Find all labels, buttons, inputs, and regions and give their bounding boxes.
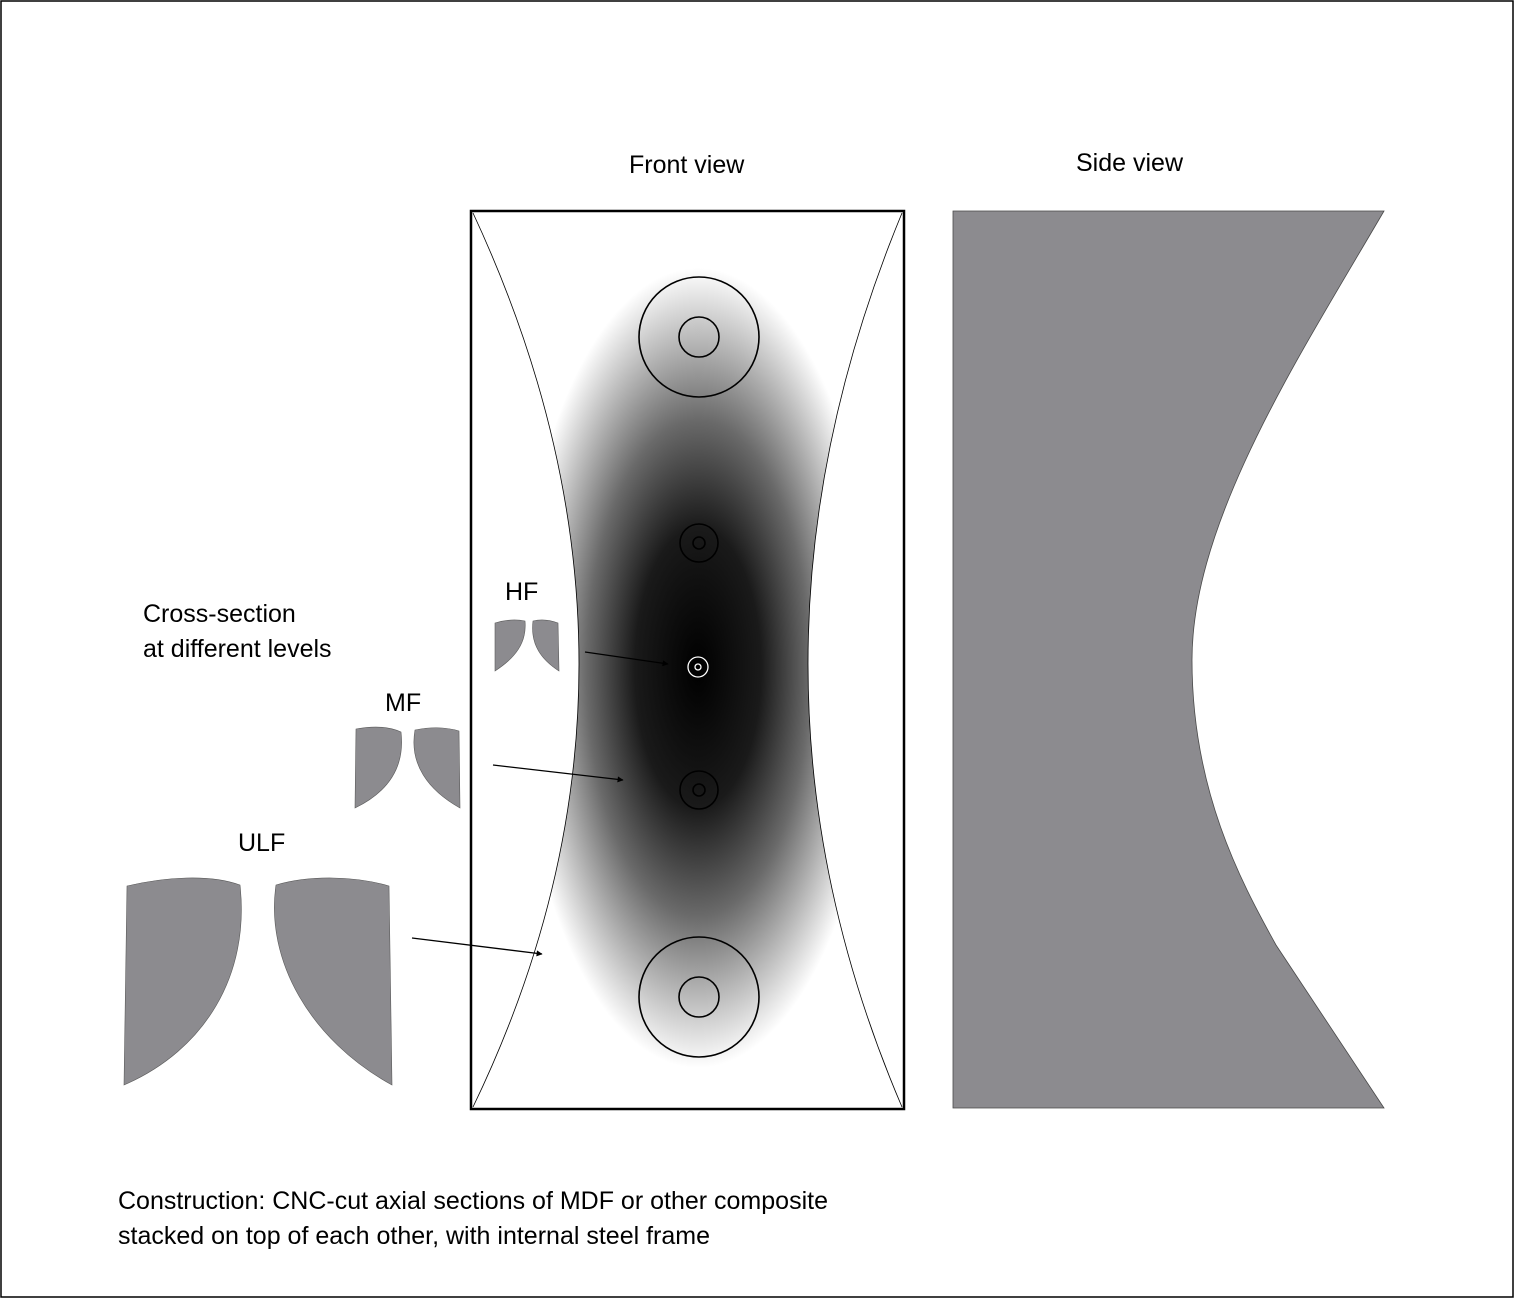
mf-section-right <box>413 727 461 809</box>
side-view-profile <box>952 210 1385 1109</box>
top-woofer-dust-cap <box>678 316 720 358</box>
cross-section-title-line2: at different levels <box>143 635 332 663</box>
cross-section-title-line1: Cross-section <box>143 600 296 628</box>
mf-cross-section <box>354 726 461 809</box>
hf-arrow <box>584 651 669 667</box>
upper-midrange-cone-ring <box>679 523 719 563</box>
front-view-horn <box>473 213 902 1107</box>
tweeter-driver <box>687 656 709 678</box>
front-view <box>469 209 906 1111</box>
construction-note-line2: stacked on top of each other, with inter… <box>118 1222 711 1250</box>
ulf-section-right <box>274 877 393 1086</box>
tweeter-ring <box>687 656 709 678</box>
lower-midrange-driver <box>679 770 719 810</box>
front-view-horn-edge-right <box>807 212 903 1108</box>
lower-midrange-dust-cap <box>692 783 706 797</box>
hf-section-right <box>532 619 560 672</box>
front-view-horn-edge-left <box>472 212 580 1108</box>
bottom-woofer-driver <box>638 936 760 1058</box>
hf-label: HF <box>505 578 539 606</box>
ulf-cross-section <box>123 877 393 1086</box>
top-woofer-cone-ring <box>638 276 760 398</box>
ulf-section-left <box>123 877 242 1086</box>
side-view-title: Side view <box>1076 149 1183 177</box>
top-woofer-driver <box>638 276 760 398</box>
mf-label: MF <box>385 689 422 717</box>
lower-midrange-cone-ring <box>679 770 719 810</box>
upper-midrange-driver <box>679 523 719 563</box>
ulf-arrow <box>411 937 543 957</box>
ulf-label: ULF <box>238 829 286 857</box>
hf-cross-section <box>494 619 560 672</box>
upper-midrange-dust-cap <box>692 536 706 550</box>
front-view-title: Front view <box>629 151 745 179</box>
mf-section-left <box>354 726 402 809</box>
bottom-woofer-dust-cap <box>678 976 720 1018</box>
tweeter-dome <box>694 663 702 671</box>
hf-section-left <box>494 619 526 672</box>
construction-note-line1: Construction: CNC-cut axial sections of … <box>118 1187 828 1215</box>
mf-arrow <box>492 764 624 783</box>
bottom-woofer-cone-ring <box>638 936 760 1058</box>
